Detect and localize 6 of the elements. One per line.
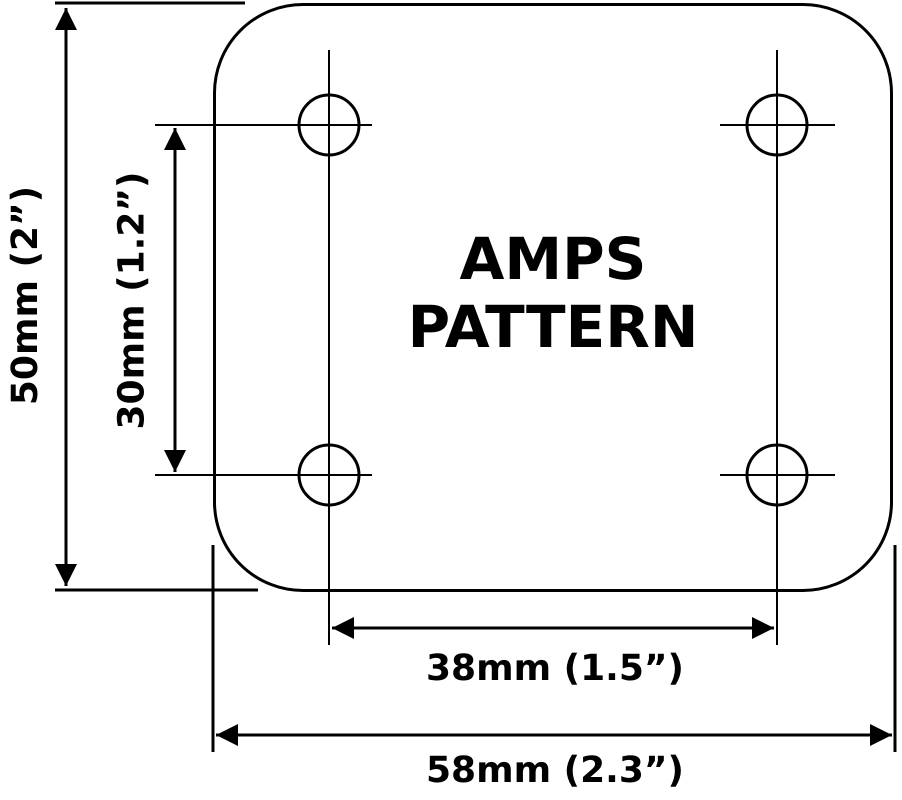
dimension-label: 38mm (1.5”)	[426, 648, 684, 688]
plate-label: AMPS PATTERN	[406, 224, 700, 360]
dimension-label: 58mm (2.3”)	[426, 750, 684, 790]
dimension-label: 50mm (2”)	[4, 185, 46, 405]
dimension-label: 30mm (1.2”)	[112, 171, 152, 429]
plate-outline	[213, 3, 893, 592]
